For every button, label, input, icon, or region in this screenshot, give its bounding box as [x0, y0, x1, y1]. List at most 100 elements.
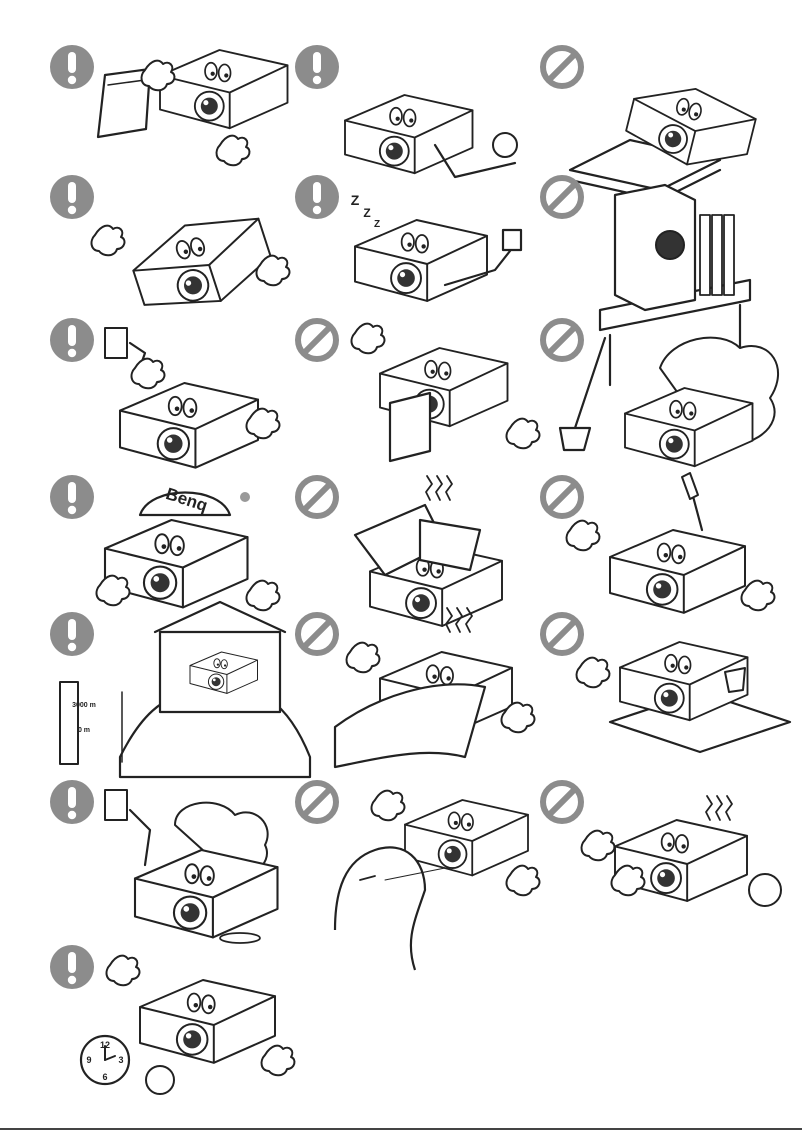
- cartoon-eyes: [186, 992, 216, 1015]
- cloth-cover: [333, 683, 487, 769]
- glove-hand: [370, 789, 406, 822]
- panel-water: [50, 780, 279, 944]
- projector-illustration: [139, 979, 276, 1064]
- lens-glint: [446, 848, 452, 854]
- projector-illustration: [159, 49, 289, 130]
- adapter-cord: [443, 249, 512, 287]
- caution-icon: [50, 45, 94, 89]
- glove-hand: [565, 519, 601, 552]
- glove-hand: [740, 579, 776, 612]
- lens-glass: [183, 1030, 202, 1049]
- projector-illustration: [132, 217, 272, 306]
- glove-hand: [580, 829, 616, 862]
- projector-front-edge: [686, 130, 697, 166]
- panel-cord: [295, 45, 518, 179]
- screwdriver-handle: [681, 472, 699, 500]
- power-adapter: [501, 228, 523, 252]
- spilling-cup: [724, 667, 746, 693]
- lens-glass: [660, 689, 678, 707]
- projector-illustration: [404, 799, 529, 877]
- lens-glint: [185, 1033, 192, 1039]
- projector-body: [189, 651, 258, 694]
- gauge-label-bottom: 0 m: [78, 727, 90, 734]
- cartoon-eyes: [447, 811, 474, 832]
- manual-page-line: [107, 79, 146, 86]
- lens-glint: [655, 583, 662, 589]
- projector-body: [625, 87, 757, 166]
- projector-illustration: [619, 641, 749, 722]
- glove-hand: [260, 1044, 296, 1077]
- glove-hand: [255, 254, 291, 287]
- projector-body: [624, 387, 754, 468]
- projector-illustration: [189, 651, 258, 694]
- cartoon-eyes: [424, 359, 452, 381]
- glove-hand: [610, 864, 646, 897]
- projector-body: [609, 529, 746, 614]
- heat-wave: [455, 607, 463, 633]
- lens-glint: [203, 100, 209, 106]
- panel-hot: [540, 780, 782, 907]
- projector-illustration: [103, 518, 249, 609]
- projector-illustration: [354, 219, 488, 302]
- glove-hand: [505, 417, 541, 450]
- book: [711, 214, 723, 296]
- lens-glass: [211, 677, 221, 687]
- lens-glass: [657, 869, 675, 887]
- panel-plug: [50, 318, 281, 469]
- cartoon-eyes: [664, 653, 692, 675]
- lens-glass: [150, 573, 170, 593]
- lens-glint: [663, 692, 669, 698]
- benq-cap: [138, 491, 232, 517]
- cartoon-eyes: [656, 542, 686, 565]
- glove-hand: [215, 134, 251, 167]
- glove-hand: [505, 864, 541, 897]
- projector-illustration: [133, 848, 279, 939]
- cartoon-eyes: [660, 832, 689, 854]
- panel-stare: [295, 780, 541, 971]
- caution-icon: [50, 175, 94, 219]
- cartoon-eyes: [669, 399, 697, 421]
- lens-glint: [185, 280, 192, 286]
- panel-altitude: 3000 m0 m: [50, 600, 312, 779]
- cartoon-eyes: [204, 61, 232, 83]
- wall-socket: [104, 789, 128, 821]
- projector-body: [159, 49, 289, 130]
- manual-book: [96, 67, 152, 139]
- hand-fan: [748, 873, 782, 907]
- person-head: [333, 846, 427, 971]
- power-cord: [433, 143, 517, 179]
- glove-hand: [575, 656, 611, 689]
- caution-icon: [50, 612, 94, 656]
- panel-liquid: [540, 612, 792, 754]
- lens-glass: [655, 230, 685, 260]
- projector-body: [354, 219, 488, 302]
- glove-hand: [95, 574, 131, 607]
- lens-glint: [388, 145, 394, 151]
- lens-glass: [397, 269, 415, 287]
- altimeter-gauge: [59, 681, 79, 765]
- prohibited-icon: [540, 612, 584, 656]
- glove-hand: [245, 579, 281, 612]
- glove-hand: [500, 701, 536, 734]
- broom-head: [558, 426, 592, 452]
- footer-rule: [0, 1128, 802, 1130]
- glove-hand: [105, 954, 141, 987]
- heat-wave: [705, 795, 713, 821]
- power-cord: [128, 808, 152, 867]
- cartoon-eyes: [676, 97, 702, 121]
- glove-hand: [245, 407, 281, 440]
- projector-body: [404, 799, 529, 877]
- caution-icon: [50, 318, 94, 362]
- clock-numeral-3: 3: [118, 1055, 123, 1065]
- lens-glass: [444, 845, 461, 863]
- clock-hand: [104, 1055, 116, 1061]
- projector-body: [118, 381, 260, 469]
- paper-sheet: [418, 518, 482, 572]
- clock-numeral-6: 6: [102, 1072, 107, 1082]
- prohibited-icon: [540, 45, 584, 89]
- lens-glass: [164, 434, 183, 453]
- lens-glint: [166, 437, 173, 443]
- glove-hand: [90, 224, 126, 257]
- prohibited-icon: [540, 780, 584, 824]
